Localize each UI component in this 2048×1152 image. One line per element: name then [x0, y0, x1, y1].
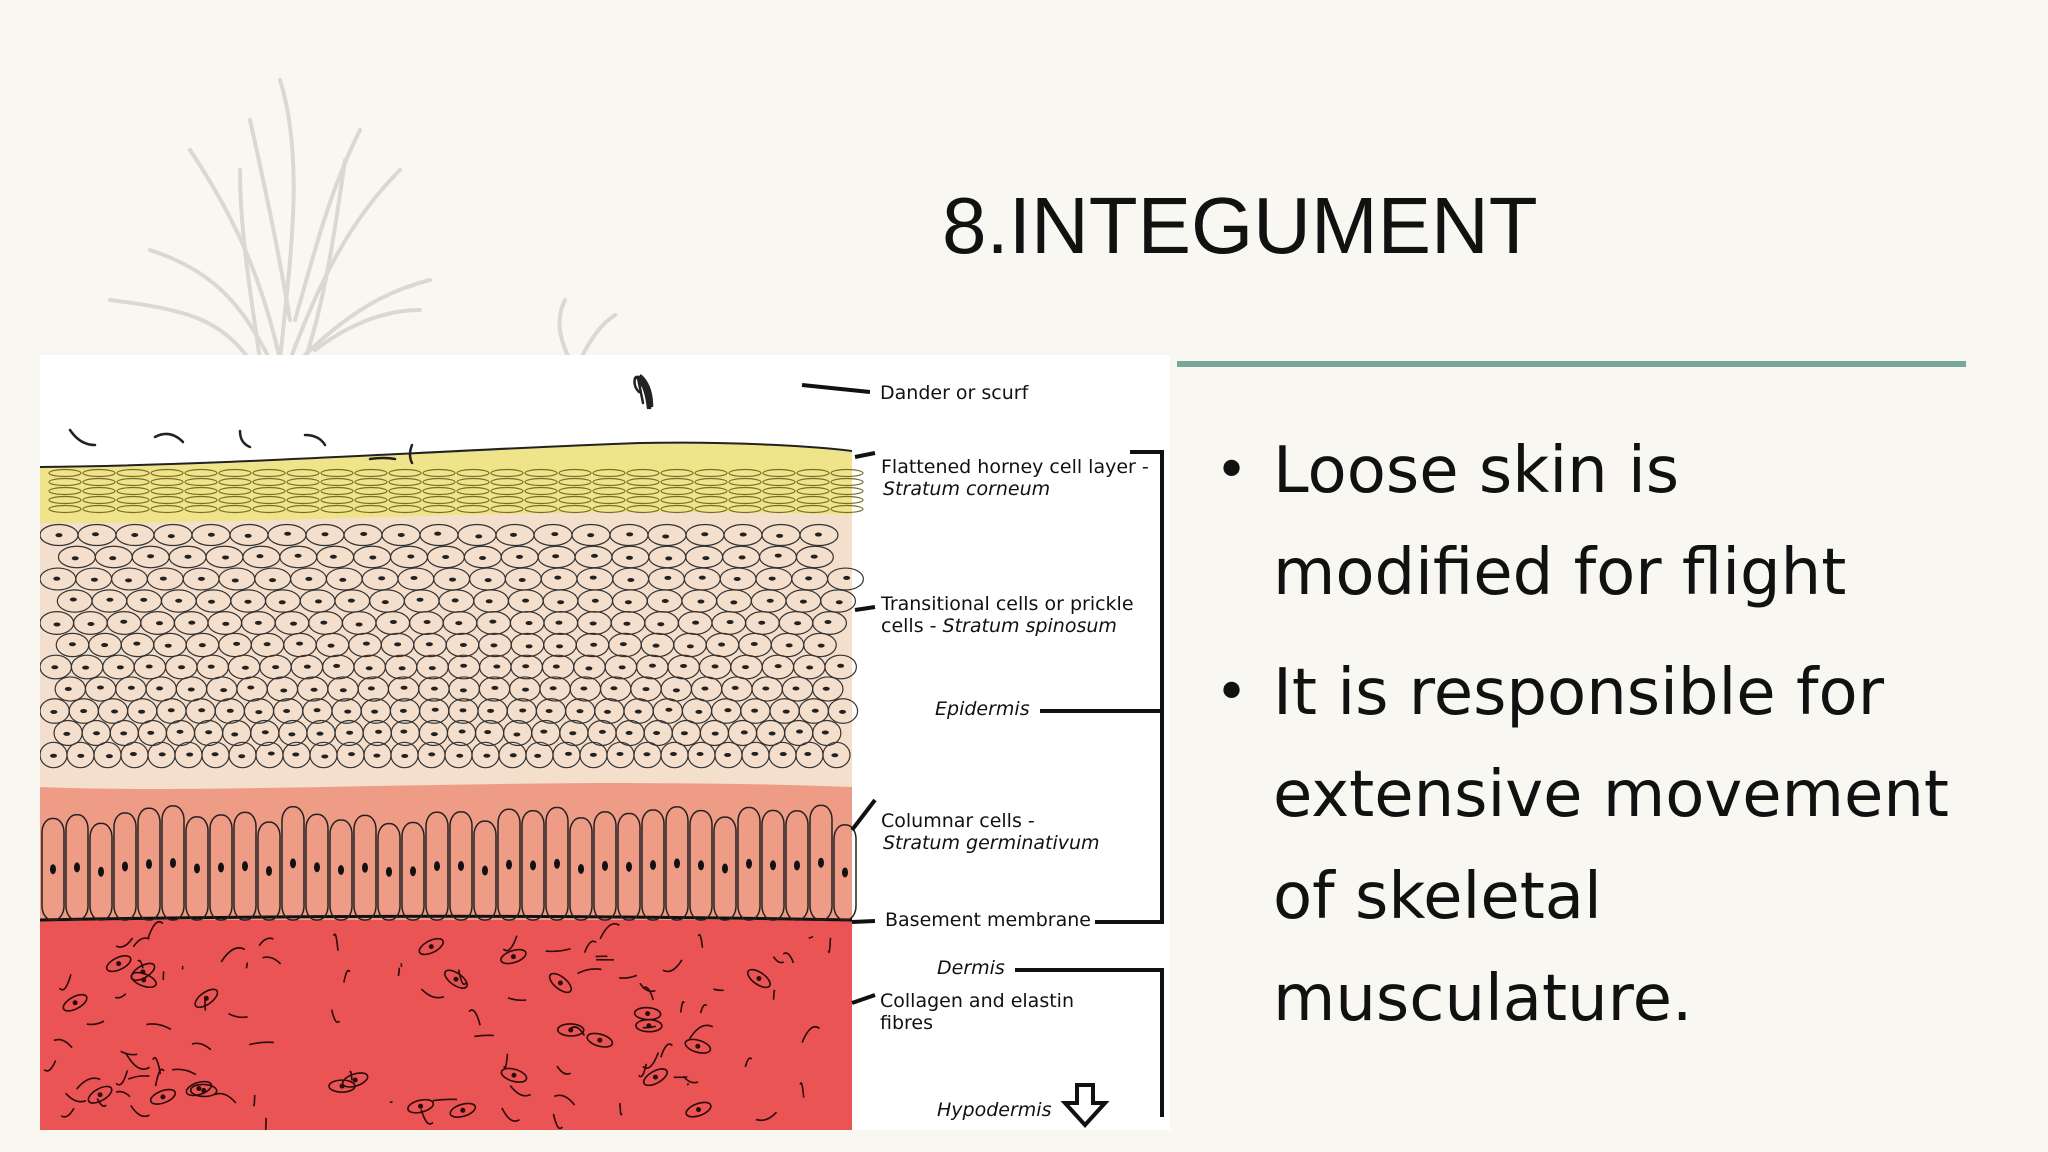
bullet-line: Loose skin is — [1273, 434, 1680, 508]
label-hypodermis: Hypodermis — [937, 1099, 1052, 1121]
bullet-line: modified for flight — [1273, 536, 1847, 610]
bullet-item: • It is responsible for extensive moveme… — [1215, 642, 1995, 1050]
label-spinosum-latin: cells - Stratum spinosum — [881, 615, 1117, 637]
leaf-decoration-icon — [108, 78, 617, 360]
stratum-spinosum-layer — [40, 512, 852, 789]
label-spinosum: Transitional cells or prickle — [881, 593, 1134, 615]
bullet-list: • Loose skin is modified for flight • It… — [1215, 420, 1995, 1068]
label-columnar: Columnar cells - — [881, 810, 1035, 832]
label-dander: Dander or scurf — [880, 382, 1029, 404]
skin-layers-illustration — [39, 374, 1164, 1135]
bullet-item: • Loose skin is modified for flight — [1215, 420, 1995, 624]
leader-lines — [801, 383, 1164, 1117]
bullet-line: of skeletal — [1273, 860, 1602, 934]
label-epidermis: Epidermis — [935, 698, 1030, 720]
skin-diagram: Dander or scurf Flattened horney cell la… — [39, 355, 1170, 1135]
stratum-germinativum-layer — [40, 782, 852, 920]
bullet-dot-icon: • — [1215, 660, 1249, 725]
label-collagen-2: fibres — [880, 1012, 934, 1034]
slide-title: 8.INTEGUMENT — [942, 181, 1538, 270]
bullet-line: It is responsible for — [1273, 656, 1884, 730]
label-dermis: Dermis — [937, 957, 1005, 979]
label-corneum-latin: Stratum corneum — [883, 478, 1051, 500]
title-divider — [1177, 361, 1966, 367]
bullet-dot-icon: • — [1215, 438, 1249, 503]
bullet-line: extensive movement — [1273, 758, 1949, 832]
bullet-line: musculature. — [1273, 962, 1693, 1036]
hypodermis-arrow-icon — [1060, 1083, 1110, 1128]
label-corneum: Flattened horney cell layer - — [881, 456, 1149, 478]
cell-pattern — [39, 468, 864, 1135]
label-basement-membrane: Basement membrane — [885, 909, 1091, 931]
label-columnar-latin: Stratum germinativum — [883, 832, 1100, 854]
label-collagen: Collagen and elastin — [880, 990, 1074, 1012]
